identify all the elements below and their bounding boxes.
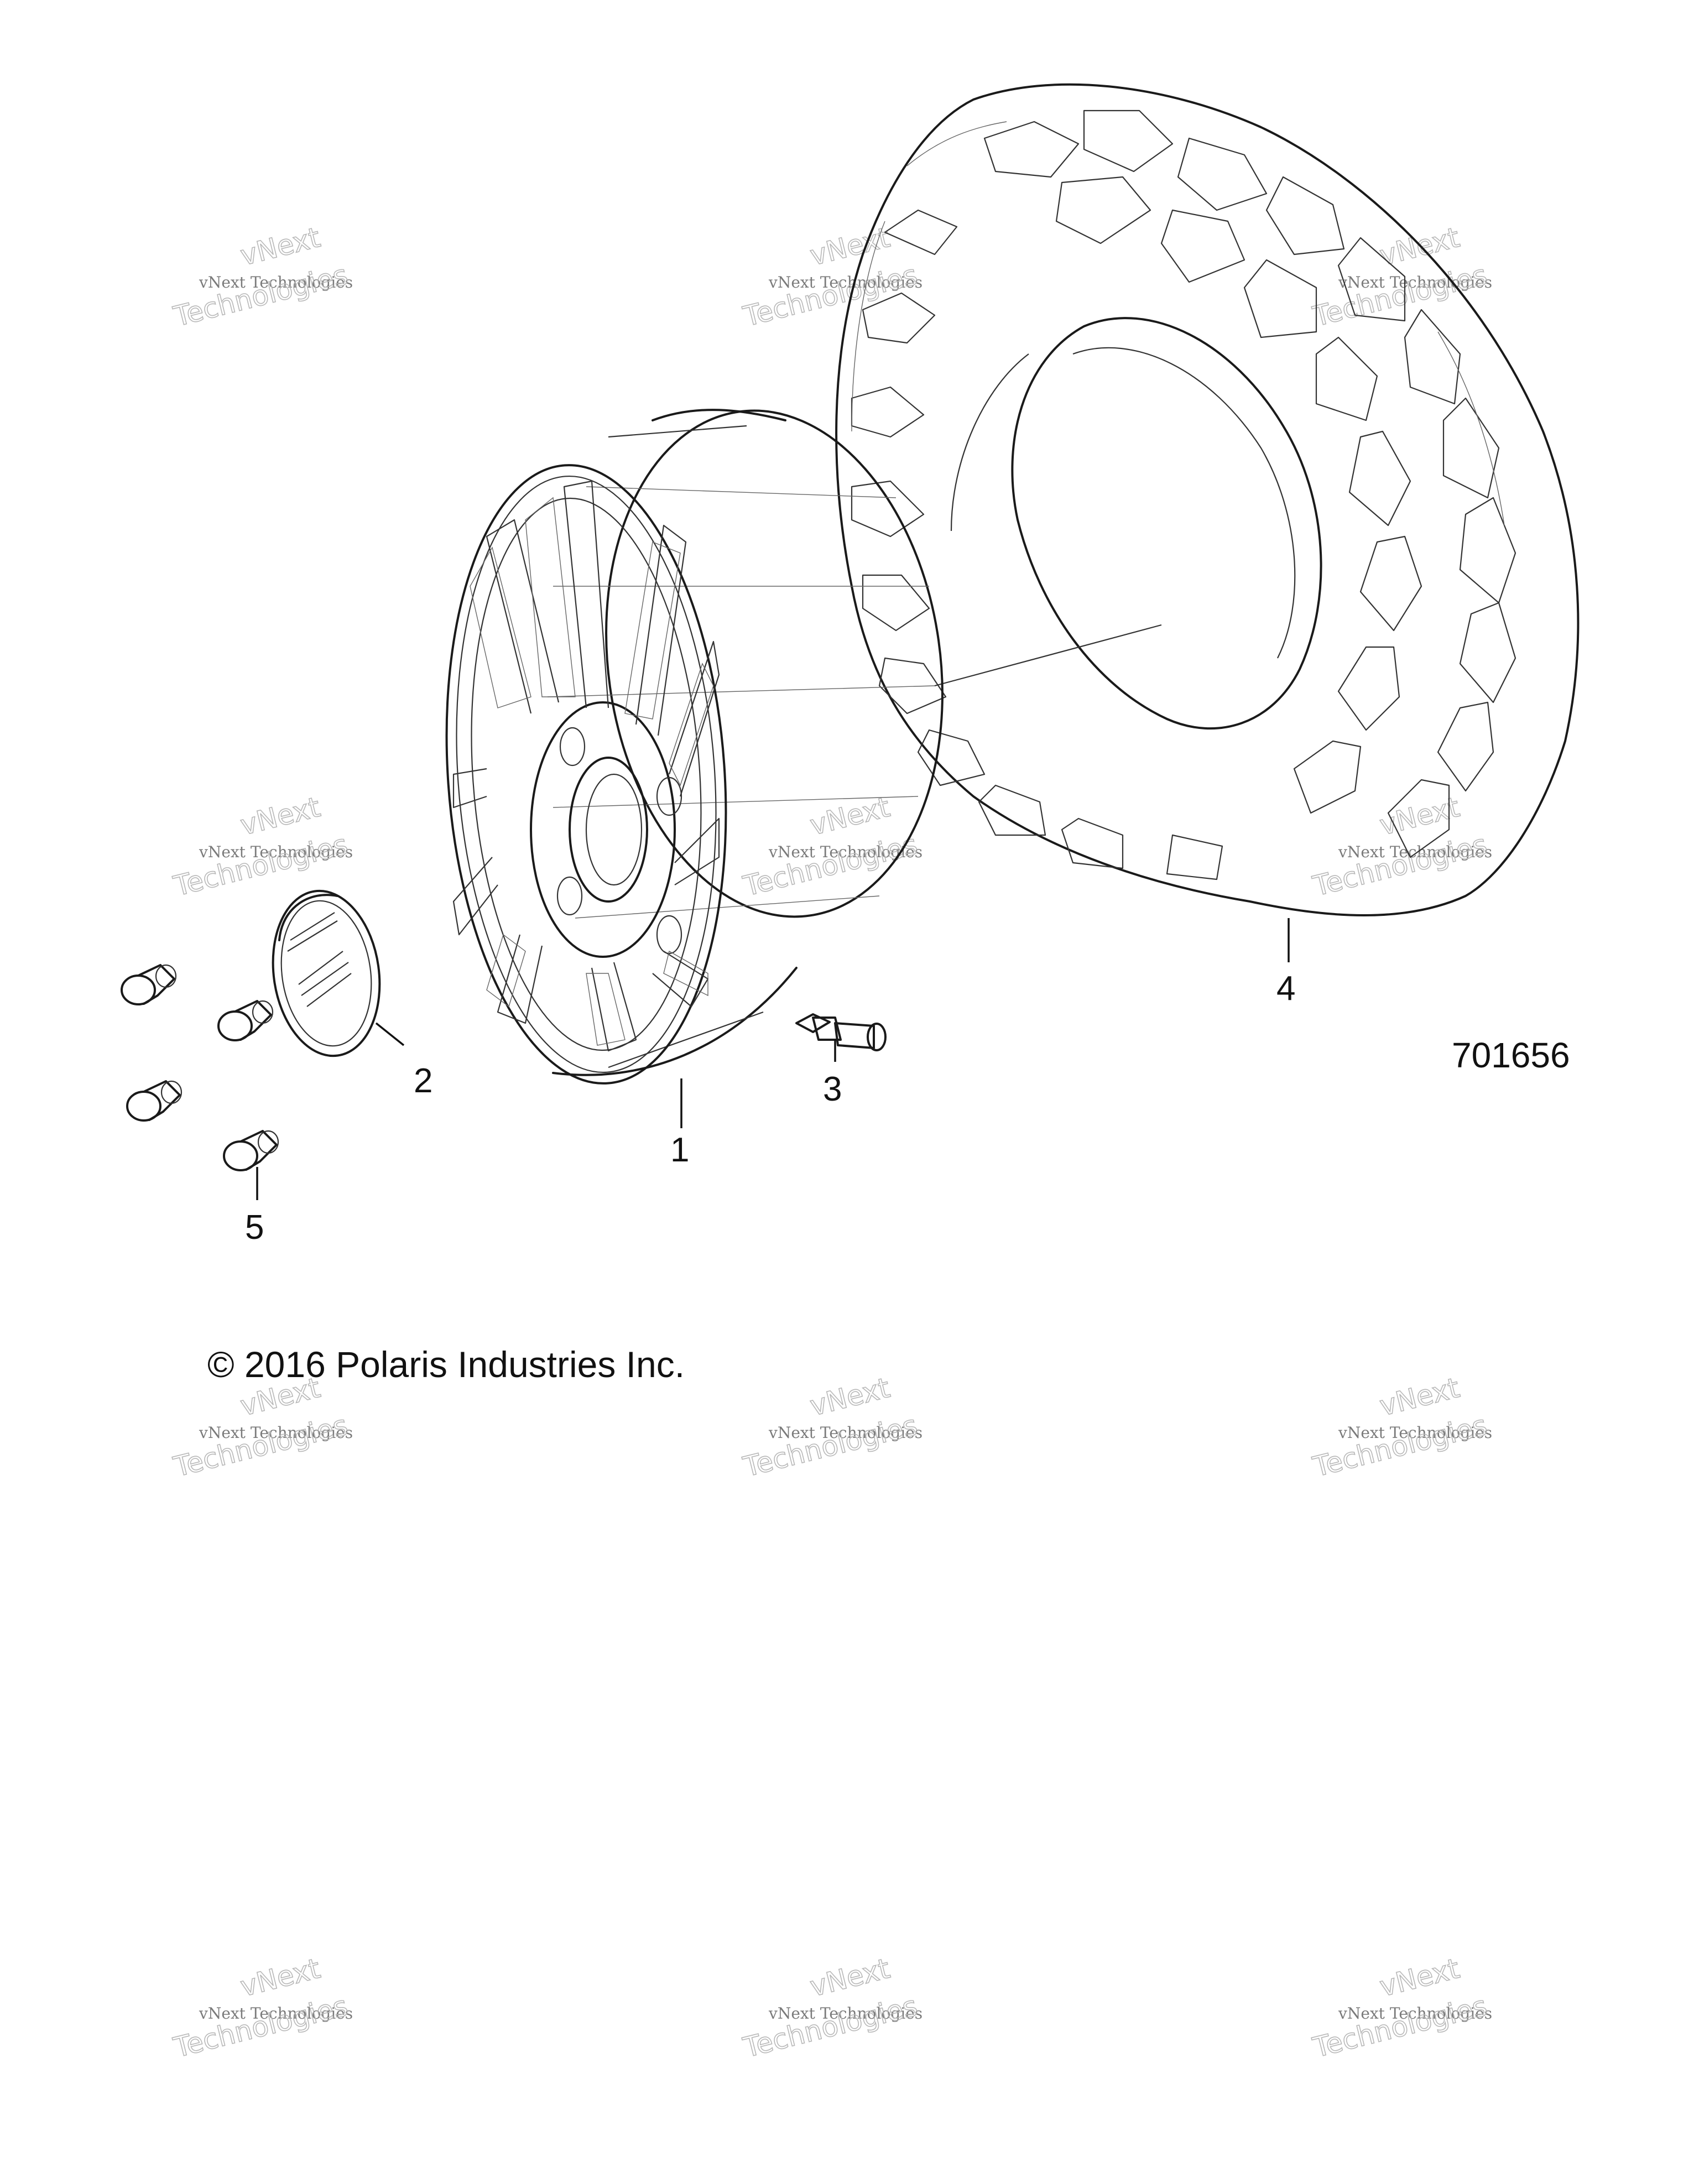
watermark-technologies: Technologies [170,259,351,333]
lug-nut-3 [126,1080,183,1122]
watermark-vnext: vNext [237,221,324,272]
watermark-vnext: vNext [807,1952,893,2003]
watermark-vnext-technologies: vNext Technologies [768,1424,923,1442]
watermark-technologies: Technologies [740,1990,921,2064]
watermark-vnext-technologies: vNext Technologies [199,2004,353,2023]
valve-stem-illustration [795,1013,887,1051]
watermark-vnext-technologies: vNext Technologies [1338,843,1492,861]
watermark-vnext-technologies: vNext Technologies [199,843,353,861]
tire-illustration [835,83,1580,916]
watermark-vnext-technologies: vNext Technologies [1338,2004,1492,2023]
callout-2[interactable]: 2 [414,1062,432,1100]
lug-nut-4 [223,1130,279,1171]
callout-3[interactable]: 3 [823,1070,842,1108]
center-cap-illustration [272,889,381,1057]
watermark-vnext: vNext [1377,1952,1463,2003]
watermark-technologies: Technologies [1310,1990,1490,2064]
watermark-vnext: vNext [807,221,893,272]
watermark-technologies: Technologies [1310,828,1490,903]
leader-line-2 [375,1022,405,1046]
callout-4[interactable]: 4 [1276,969,1295,1008]
watermark-vnext: vNext [237,1952,324,2003]
watermark-vnext-technologies: vNext Technologies [1338,273,1492,291]
watermark-vnext-technologies: vNext Technologies [768,273,923,291]
watermark-vnext-technologies: vNext Technologies [199,273,353,291]
watermark-vnext-technologies: vNext Technologies [768,2004,923,2023]
callout-1[interactable]: 1 [670,1131,689,1169]
watermark-technologies: Technologies [740,828,921,903]
watermark-vnext-technologies: vNext Technologies [199,1424,353,1442]
lug-nut-2 [217,1000,274,1041]
copyright-notice: © 2016 Polaris Industries Inc. [207,1344,685,1385]
watermark-technologies: Technologies [740,1409,921,1483]
lug-nuts-illustration [121,964,279,1171]
watermark-vnext-technologies: vNext Technologies [1338,1424,1492,1442]
watermark-vnext: vNext [237,791,324,842]
watermark-technologies: Technologies [1310,1409,1490,1483]
callout-5[interactable]: 5 [245,1208,264,1247]
lug-nut-1 [121,964,177,1005]
watermark-technologies: Technologies [170,1409,351,1483]
watermark-technologies: Technologies [740,259,921,333]
figure-number: 701656 [1452,1035,1570,1075]
wheel-illustration [445,409,944,1085]
watermark-vnext: vNext [1377,1372,1463,1422]
watermark-vnext: vNext [807,1372,893,1422]
watermark-technologies: Technologies [170,1990,351,2064]
